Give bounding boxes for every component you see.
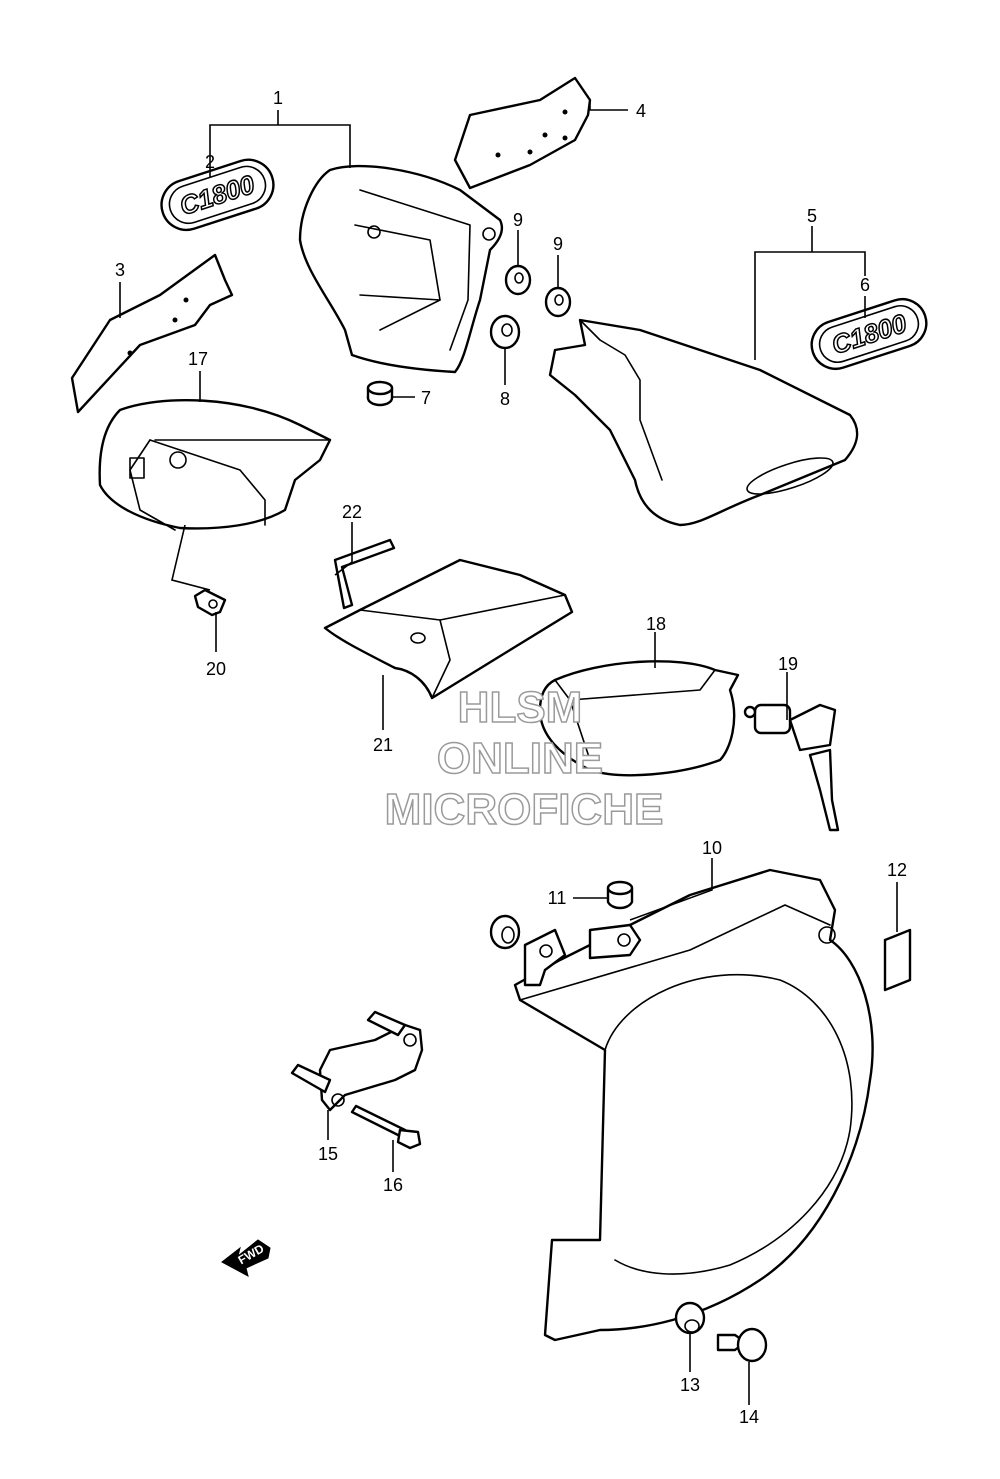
grommet-13 [674, 1301, 706, 1335]
part-number-17: 17 [188, 349, 208, 369]
lock-set [743, 703, 840, 832]
label-12 [883, 928, 912, 992]
part-number-14: 14 [739, 1407, 759, 1427]
part-number-19: 19 [778, 654, 798, 674]
hex-wrench [333, 538, 396, 610]
leader-lines [119, 100, 898, 1405]
grommet-9a [504, 264, 532, 296]
part-number-2: 2 [205, 152, 215, 172]
part-number-9b: 9 [553, 234, 563, 254]
part-number-21: 21 [373, 735, 393, 755]
forward-arrow-icon: FWD [221, 1239, 271, 1277]
part-number-10: 10 [702, 838, 722, 858]
watermark: HLSM ONLINE MICROFICHE [384, 682, 664, 835]
part-number-20: 20 [206, 659, 226, 679]
bolt-16 [350, 1104, 422, 1150]
part-number-16: 16 [383, 1175, 403, 1195]
reference-numbers: 1 2 3 4 5 6 7 8 9 9 10 11 12 13 14 15 16… [115, 88, 907, 1427]
grommet-11 [606, 880, 634, 910]
part-number-22: 22 [342, 502, 362, 522]
part-number-9a: 9 [513, 210, 523, 230]
grommet-7 [366, 380, 394, 407]
screw-20 [193, 588, 227, 617]
emblem-left: C1800 [160, 158, 275, 232]
part-number-13: 13 [680, 1375, 700, 1395]
fastener-14 [716, 1327, 768, 1363]
frame-cover-right [548, 318, 859, 527]
part-number-12: 12 [887, 860, 907, 880]
grommet-10b [489, 914, 521, 950]
part-number-4: 4 [636, 101, 646, 121]
tool-case-2 [538, 660, 740, 777]
emblem-right: C1800 [810, 297, 928, 371]
battery-cover [513, 868, 874, 1342]
cushion-sheet-right [453, 76, 592, 190]
tool-bag [323, 558, 574, 700]
grommet-8 [489, 314, 521, 350]
part-number-6: 6 [860, 275, 870, 295]
watermark-line-3: MICROFICHE [385, 785, 664, 834]
part-number-1: 1 [273, 88, 283, 108]
tool-case [98, 398, 332, 531]
part-number-3: 3 [115, 260, 125, 280]
cushion-sheet-left [70, 253, 234, 414]
grommet-9b [544, 286, 572, 318]
watermark-line-1: HLSM [458, 683, 583, 732]
part-number-18: 18 [646, 614, 666, 634]
part-number-11: 11 [548, 888, 567, 908]
watermark-line-2: ONLINE [437, 734, 603, 783]
part-number-8: 8 [500, 389, 510, 409]
part-number-7: 7 [421, 388, 431, 408]
bracket-15 [290, 1010, 424, 1112]
frame-cover-left [298, 164, 504, 374]
part-number-5: 5 [807, 206, 817, 226]
part-number-15: 15 [318, 1144, 338, 1164]
